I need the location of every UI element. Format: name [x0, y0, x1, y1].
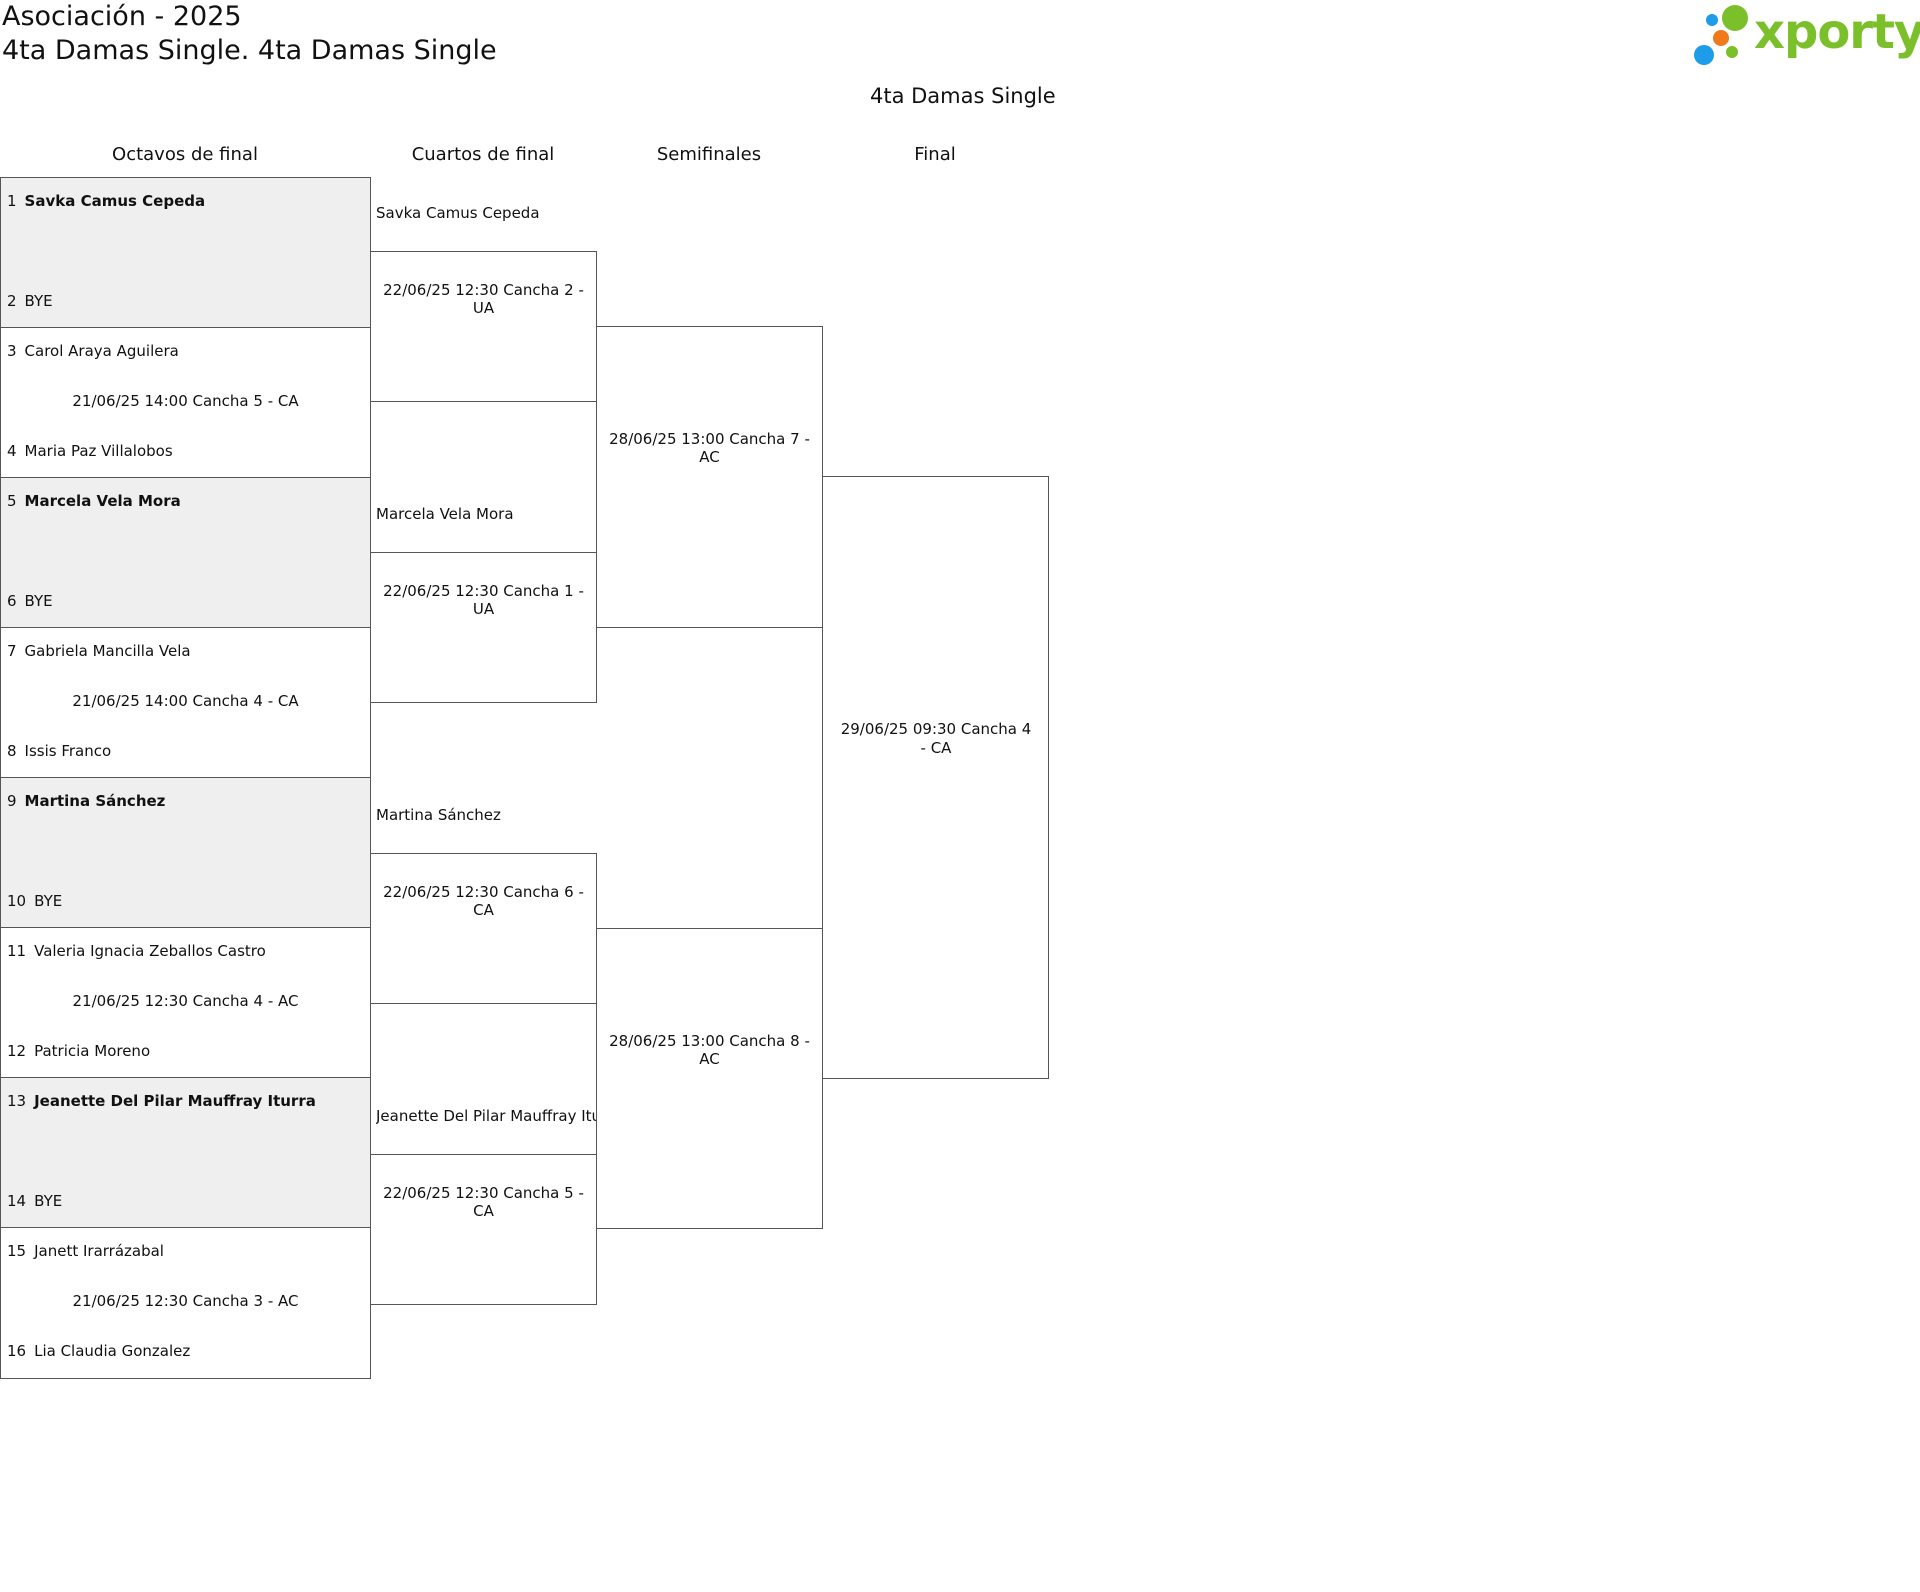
- match-schedule: 21/06/25 14:00 Cancha 4 - CA: [72, 692, 299, 710]
- xporty-logo: xporty: [1690, 2, 1920, 66]
- player-line: 11 Valeria Ignacia Zeballos Castro: [7, 942, 266, 960]
- player-line: 12 Patricia Moreno: [7, 1042, 150, 1060]
- player-name: Janett Irarrázabal: [34, 1242, 164, 1260]
- player-line: 8 Issis Franco: [7, 742, 111, 760]
- match-schedule: 21/06/25 14:00 Cancha 5 - CA: [72, 392, 299, 410]
- match-octavos-1[interactable]: 1 Savka Camus Cepeda 2 BYE: [0, 177, 371, 328]
- player-name: Gabriela Mancilla Vela: [24, 642, 191, 660]
- bracket-title: 4ta Damas Single: [870, 84, 1056, 108]
- advanced-player-name: Jeanette Del Pilar Mauffray Iturra: [376, 1107, 596, 1125]
- seed-number: 11: [7, 942, 27, 960]
- match-cuartos-3[interactable]: 22/06/25 12:30 Cancha 6 - CA: [370, 853, 597, 1004]
- match-octavos-8[interactable]: 15 Janett Irarrázabal 21/06/25 12:30 Canc…: [0, 1227, 371, 1379]
- player-name: Savka Camus Cepeda: [24, 192, 206, 210]
- seed-number: 5: [7, 492, 17, 510]
- seed-number: 7: [7, 642, 17, 660]
- match-schedule: 21/06/25 12:30 Cancha 4 - AC: [72, 992, 299, 1010]
- match-schedule: 28/06/25 13:00 Cancha 7 - AC: [609, 430, 810, 466]
- player-line: 9 Martina Sánchez: [7, 792, 165, 810]
- player-line: 13 Jeanette Del Pilar Mauffray Iturra: [7, 1092, 316, 1110]
- xporty-logo-mark: [1694, 5, 1748, 65]
- round-header-final: Final: [914, 144, 956, 165]
- player-line: 2 BYE: [7, 292, 53, 310]
- match-octavos-3[interactable]: 5 Marcela Vela Mora 6 BYE: [0, 477, 371, 628]
- match-schedule: 28/06/25 13:00 Cancha 8 - AC: [609, 1032, 810, 1068]
- match-octavos-6[interactable]: 11 Valeria Ignacia Zeballos Castro 21/06/…: [0, 927, 371, 1078]
- round-header-octavos: Octavos de final: [112, 144, 258, 165]
- seed-number: 8: [7, 742, 17, 760]
- match-schedule: 22/06/25 12:30 Cancha 1 - UA: [383, 582, 584, 618]
- page-title: Asociación - 2025: [2, 1, 242, 32]
- seed-number: 13: [7, 1092, 27, 1110]
- match-octavos-4[interactable]: 7 Gabriela Mancilla Vela 21/06/25 14:00 C…: [0, 627, 371, 778]
- player-name: Marcela Vela Mora: [24, 492, 181, 510]
- match-semifinal-2[interactable]: 28/06/25 13:00 Cancha 8 - AC: [596, 928, 823, 1229]
- advanced-player-name: Marcela Vela Mora: [376, 505, 514, 523]
- player-name: BYE: [34, 1192, 63, 1210]
- match-schedule: 22/06/25 12:30 Cancha 2 - UA: [383, 281, 584, 317]
- player-name: Maria Paz Villalobos: [24, 442, 173, 460]
- player-name: Patricia Moreno: [34, 1042, 151, 1060]
- round-header-cuartos: Cuartos de final: [411, 144, 555, 165]
- player-line: 15 Janett Irarrázabal: [7, 1242, 164, 1260]
- seed-number: 10: [7, 892, 27, 910]
- seed-number: 6: [7, 592, 17, 610]
- seed-number: 14: [7, 1192, 27, 1210]
- seed-number: 1: [7, 192, 17, 210]
- player-line: 3 Carol Araya Aguilera: [7, 342, 179, 360]
- player-name: Martina Sánchez: [24, 792, 166, 810]
- advanced-player-name: Savka Camus Cepeda: [376, 204, 540, 222]
- player-name: BYE: [24, 292, 53, 310]
- player-name: Lia Claudia Gonzalez: [34, 1342, 191, 1360]
- match-octavos-5[interactable]: 9 Martina Sánchez 10 BYE: [0, 777, 371, 928]
- match-cuartos-4[interactable]: 22/06/25 12:30 Cancha 5 - CA: [370, 1154, 597, 1305]
- match-schedule: 29/06/25 09:30 Cancha 4 - CA: [840, 720, 1032, 757]
- seed-number: 3: [7, 342, 17, 360]
- seed-number: 16: [7, 1342, 27, 1360]
- player-line: 7 Gabriela Mancilla Vela: [7, 642, 191, 660]
- match-octavos-2[interactable]: 3 Carol Araya Aguilera 21/06/25 14:00 Can…: [0, 327, 371, 478]
- player-line: 14 BYE: [7, 1192, 62, 1210]
- seed-number: 2: [7, 292, 17, 310]
- player-line: 10 BYE: [7, 892, 62, 910]
- player-name: Valeria Ignacia Zeballos Castro: [34, 942, 266, 960]
- player-line: 16 Lia Claudia Gonzalez: [7, 1342, 190, 1360]
- player-line: 4 Maria Paz Villalobos: [7, 442, 173, 460]
- xporty-logo-text: xporty: [1754, 4, 1920, 60]
- match-final[interactable]: 29/06/25 09:30 Cancha 4 - CA: [822, 476, 1049, 1079]
- player-name: Issis Franco: [24, 742, 112, 760]
- match-cuartos-1[interactable]: 22/06/25 12:30 Cancha 2 - UA: [370, 251, 597, 402]
- player-name: BYE: [24, 592, 53, 610]
- match-semifinal-1[interactable]: 28/06/25 13:00 Cancha 7 - AC: [596, 326, 823, 628]
- seed-number: 4: [7, 442, 17, 460]
- match-schedule: 21/06/25 12:30 Cancha 3 - AC: [72, 1292, 299, 1310]
- seed-number: 9: [7, 792, 17, 810]
- player-line: 5 Marcela Vela Mora: [7, 492, 181, 510]
- page-subtitle: 4ta Damas Single. 4ta Damas Single: [2, 35, 497, 66]
- player-line: 1 Savka Camus Cepeda: [7, 192, 205, 210]
- player-name: BYE: [34, 892, 63, 910]
- player-line: 6 BYE: [7, 592, 53, 610]
- advanced-player-name: Martina Sánchez: [376, 806, 501, 824]
- match-schedule: 22/06/25 12:30 Cancha 6 - CA: [383, 883, 584, 919]
- match-cuartos-2[interactable]: 22/06/25 12:30 Cancha 1 - UA: [370, 552, 597, 703]
- player-name: Carol Araya Aguilera: [24, 342, 179, 360]
- match-octavos-7[interactable]: 13 Jeanette Del Pilar Mauffray Iturra 14 B…: [0, 1077, 371, 1228]
- player-name: Jeanette Del Pilar Mauffray Iturra: [34, 1092, 316, 1110]
- seed-number: 15: [7, 1242, 27, 1260]
- seed-number: 12: [7, 1042, 27, 1060]
- round-header-semifinales: Semifinales: [656, 144, 762, 165]
- match-schedule: 22/06/25 12:30 Cancha 5 - CA: [383, 1184, 584, 1220]
